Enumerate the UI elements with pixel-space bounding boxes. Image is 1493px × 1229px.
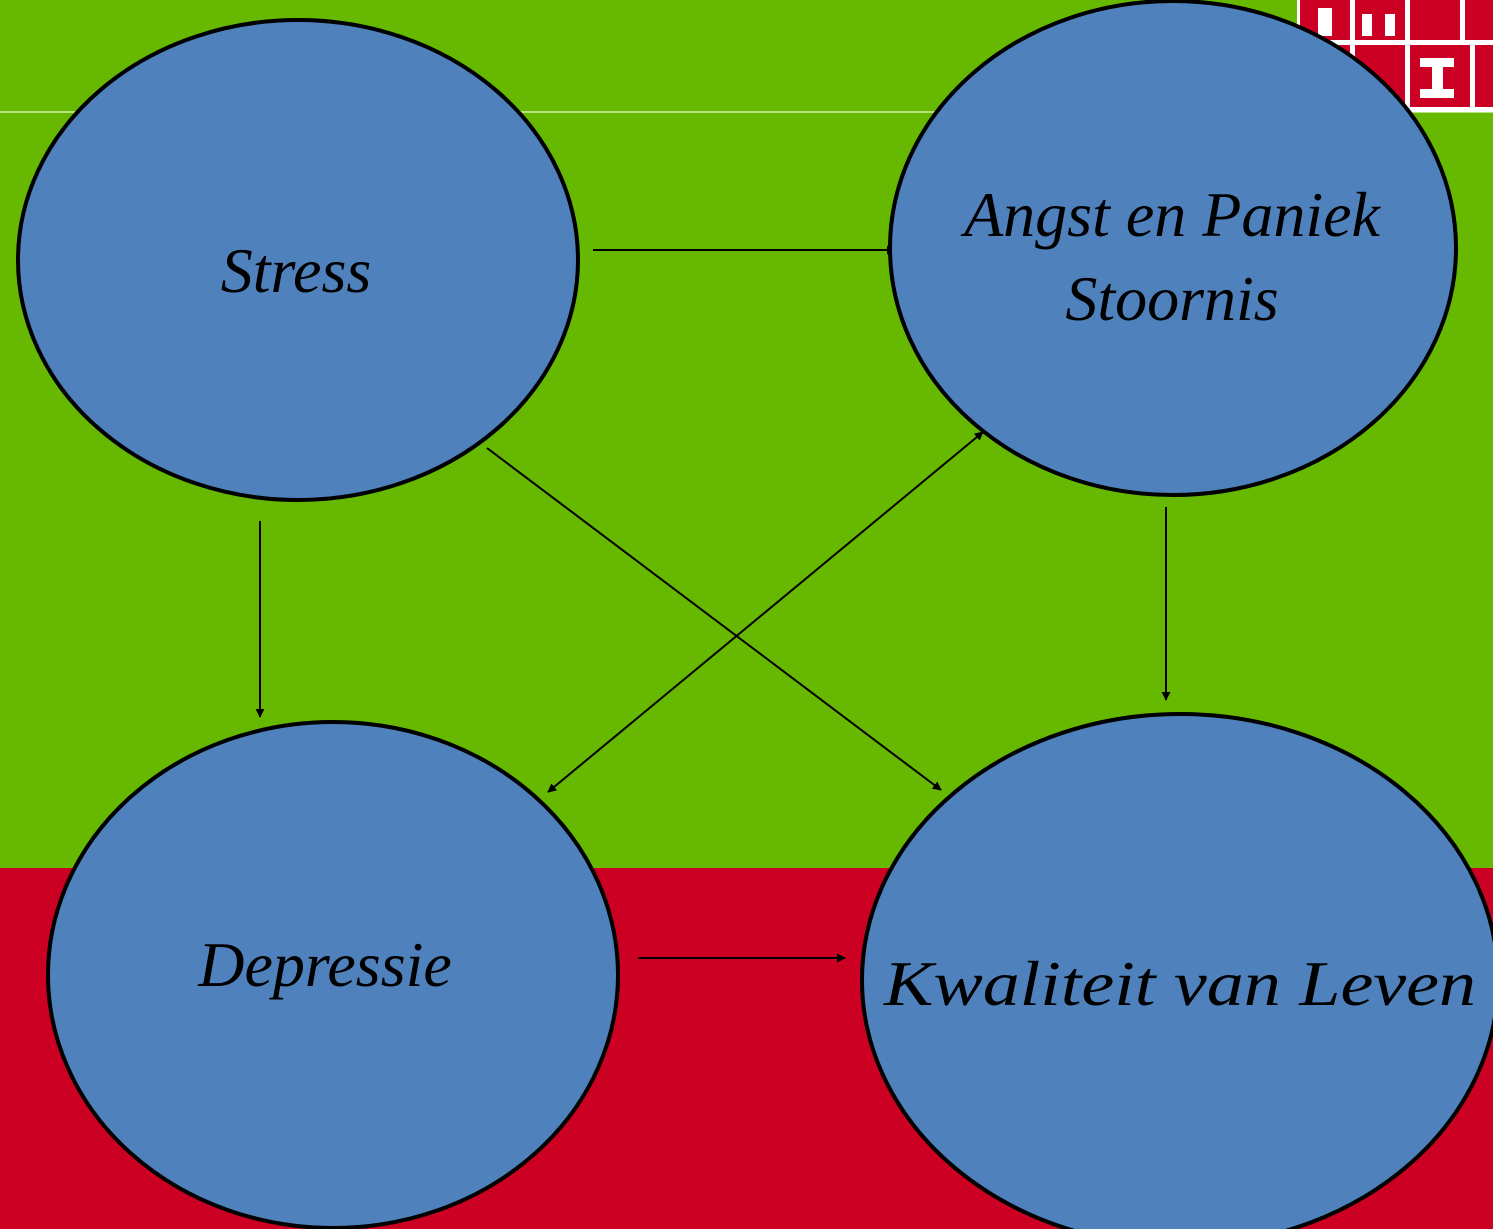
node-kwaliteit-shape [860,712,1493,1229]
node-stress-label: Stress [221,235,372,306]
node-depressie-shape [46,720,620,1229]
edges-layer [255,245,1171,963]
node-stress: Stress [16,18,580,502]
node-angst: Angst en Paniek Stoornis [888,0,1458,497]
node-depressie-label: Depressie [197,929,452,1000]
node-kwaliteit-label: Kwaliteit van Leven [883,948,1476,1019]
node-angst-label-line-2: Stoornis [1065,263,1278,334]
edge-angst-depressie-bidirectional [547,431,984,793]
node-angst-label-line-1: Angst en Paniek [960,179,1381,250]
node-kwaliteit: Kwaliteit van Leven [860,712,1493,1229]
node-angst-shape [888,0,1458,497]
node-stress-shape [16,18,580,502]
node-depressie: Depressie [46,720,620,1229]
